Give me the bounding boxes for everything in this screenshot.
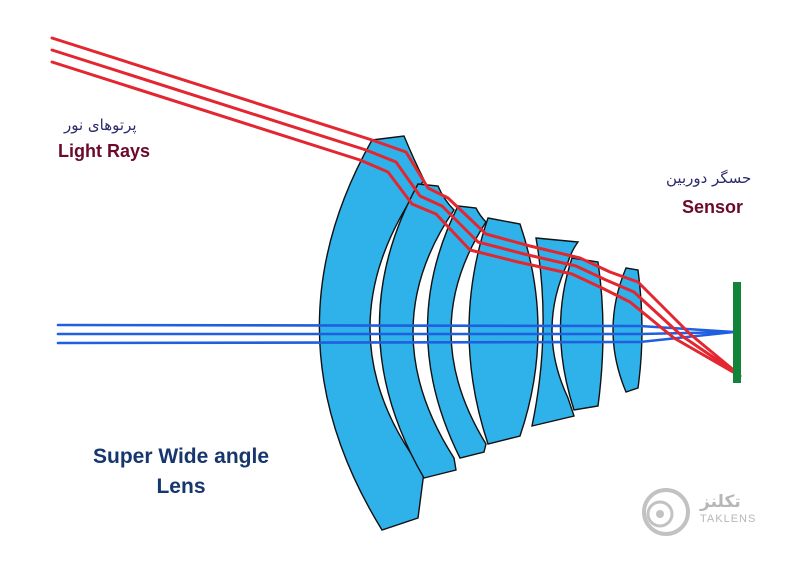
oblique-rays	[50, 36, 742, 378]
taklens-logo-icon	[642, 488, 690, 536]
oblique-ray-2	[50, 48, 740, 376]
axial-rays	[56, 323, 736, 345]
axial-ray-1	[56, 323, 736, 334]
axial-ray-3	[56, 330, 736, 345]
diagram-title-line-2: Lens	[156, 475, 206, 498]
watermark-name-fa: تکلنز	[700, 492, 741, 512]
watermark-name: TAKLENS	[700, 513, 757, 525]
diagram-title: Super Wide angle Lens	[70, 442, 292, 502]
camera-sensor	[733, 282, 741, 383]
sensor-label-fa: حسگر دوربین	[666, 169, 752, 187]
lens-element-2	[378, 183, 457, 479]
light-rays-label-fa: پرتوهای نور	[64, 116, 137, 134]
lens-element-3	[426, 205, 487, 459]
axial-ray-2	[56, 330, 736, 336]
diagram-title-line-1: Super Wide angle	[92, 445, 269, 468]
sensor-label: Sensor	[682, 197, 744, 217]
oblique-ray-1	[50, 36, 738, 374]
lens-element-7	[612, 267, 643, 393]
light-rays-label: Light Rays	[58, 141, 151, 161]
lens-elements	[318, 135, 643, 531]
lens-element-4	[468, 217, 539, 445]
oblique-ray-3	[50, 60, 742, 378]
